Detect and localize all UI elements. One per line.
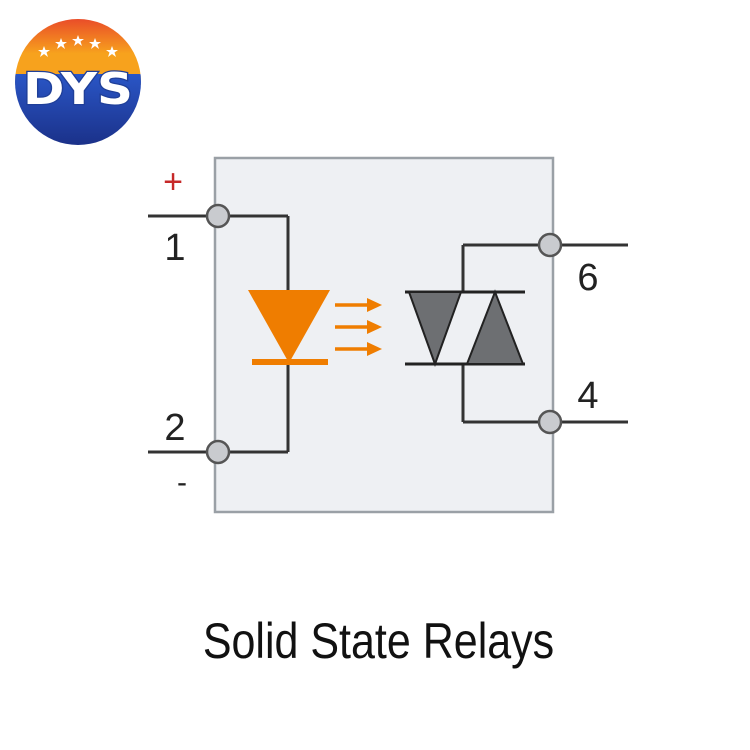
output-wires	[461, 243, 628, 424]
caption: Solid State Relays	[202, 613, 555, 669]
led-bar	[252, 359, 328, 365]
pin2-label: 2	[164, 407, 185, 449]
pin1-label: 1	[164, 227, 185, 269]
emission-arrows	[335, 298, 382, 356]
terminals	[205, 203, 563, 465]
terminal-2	[205, 439, 231, 465]
input-wires	[148, 214, 290, 454]
terminal-1	[205, 203, 231, 229]
pin6-label: 6	[577, 257, 598, 299]
led-symbol	[248, 290, 330, 365]
led-triangle	[248, 290, 330, 363]
logo-stars	[38, 35, 118, 57]
pin4-label: 4	[577, 375, 598, 417]
logo-text: DYS	[23, 64, 133, 115]
triac-triangle-up	[465, 289, 525, 365]
terminal-6	[537, 232, 563, 258]
terminal-4	[537, 409, 563, 435]
minus-label: -	[177, 466, 187, 499]
dys-logo: DYS	[15, 19, 141, 145]
triac-triangle-down	[407, 291, 463, 367]
triac-symbol	[405, 289, 525, 367]
plus-label: +	[163, 163, 183, 201]
